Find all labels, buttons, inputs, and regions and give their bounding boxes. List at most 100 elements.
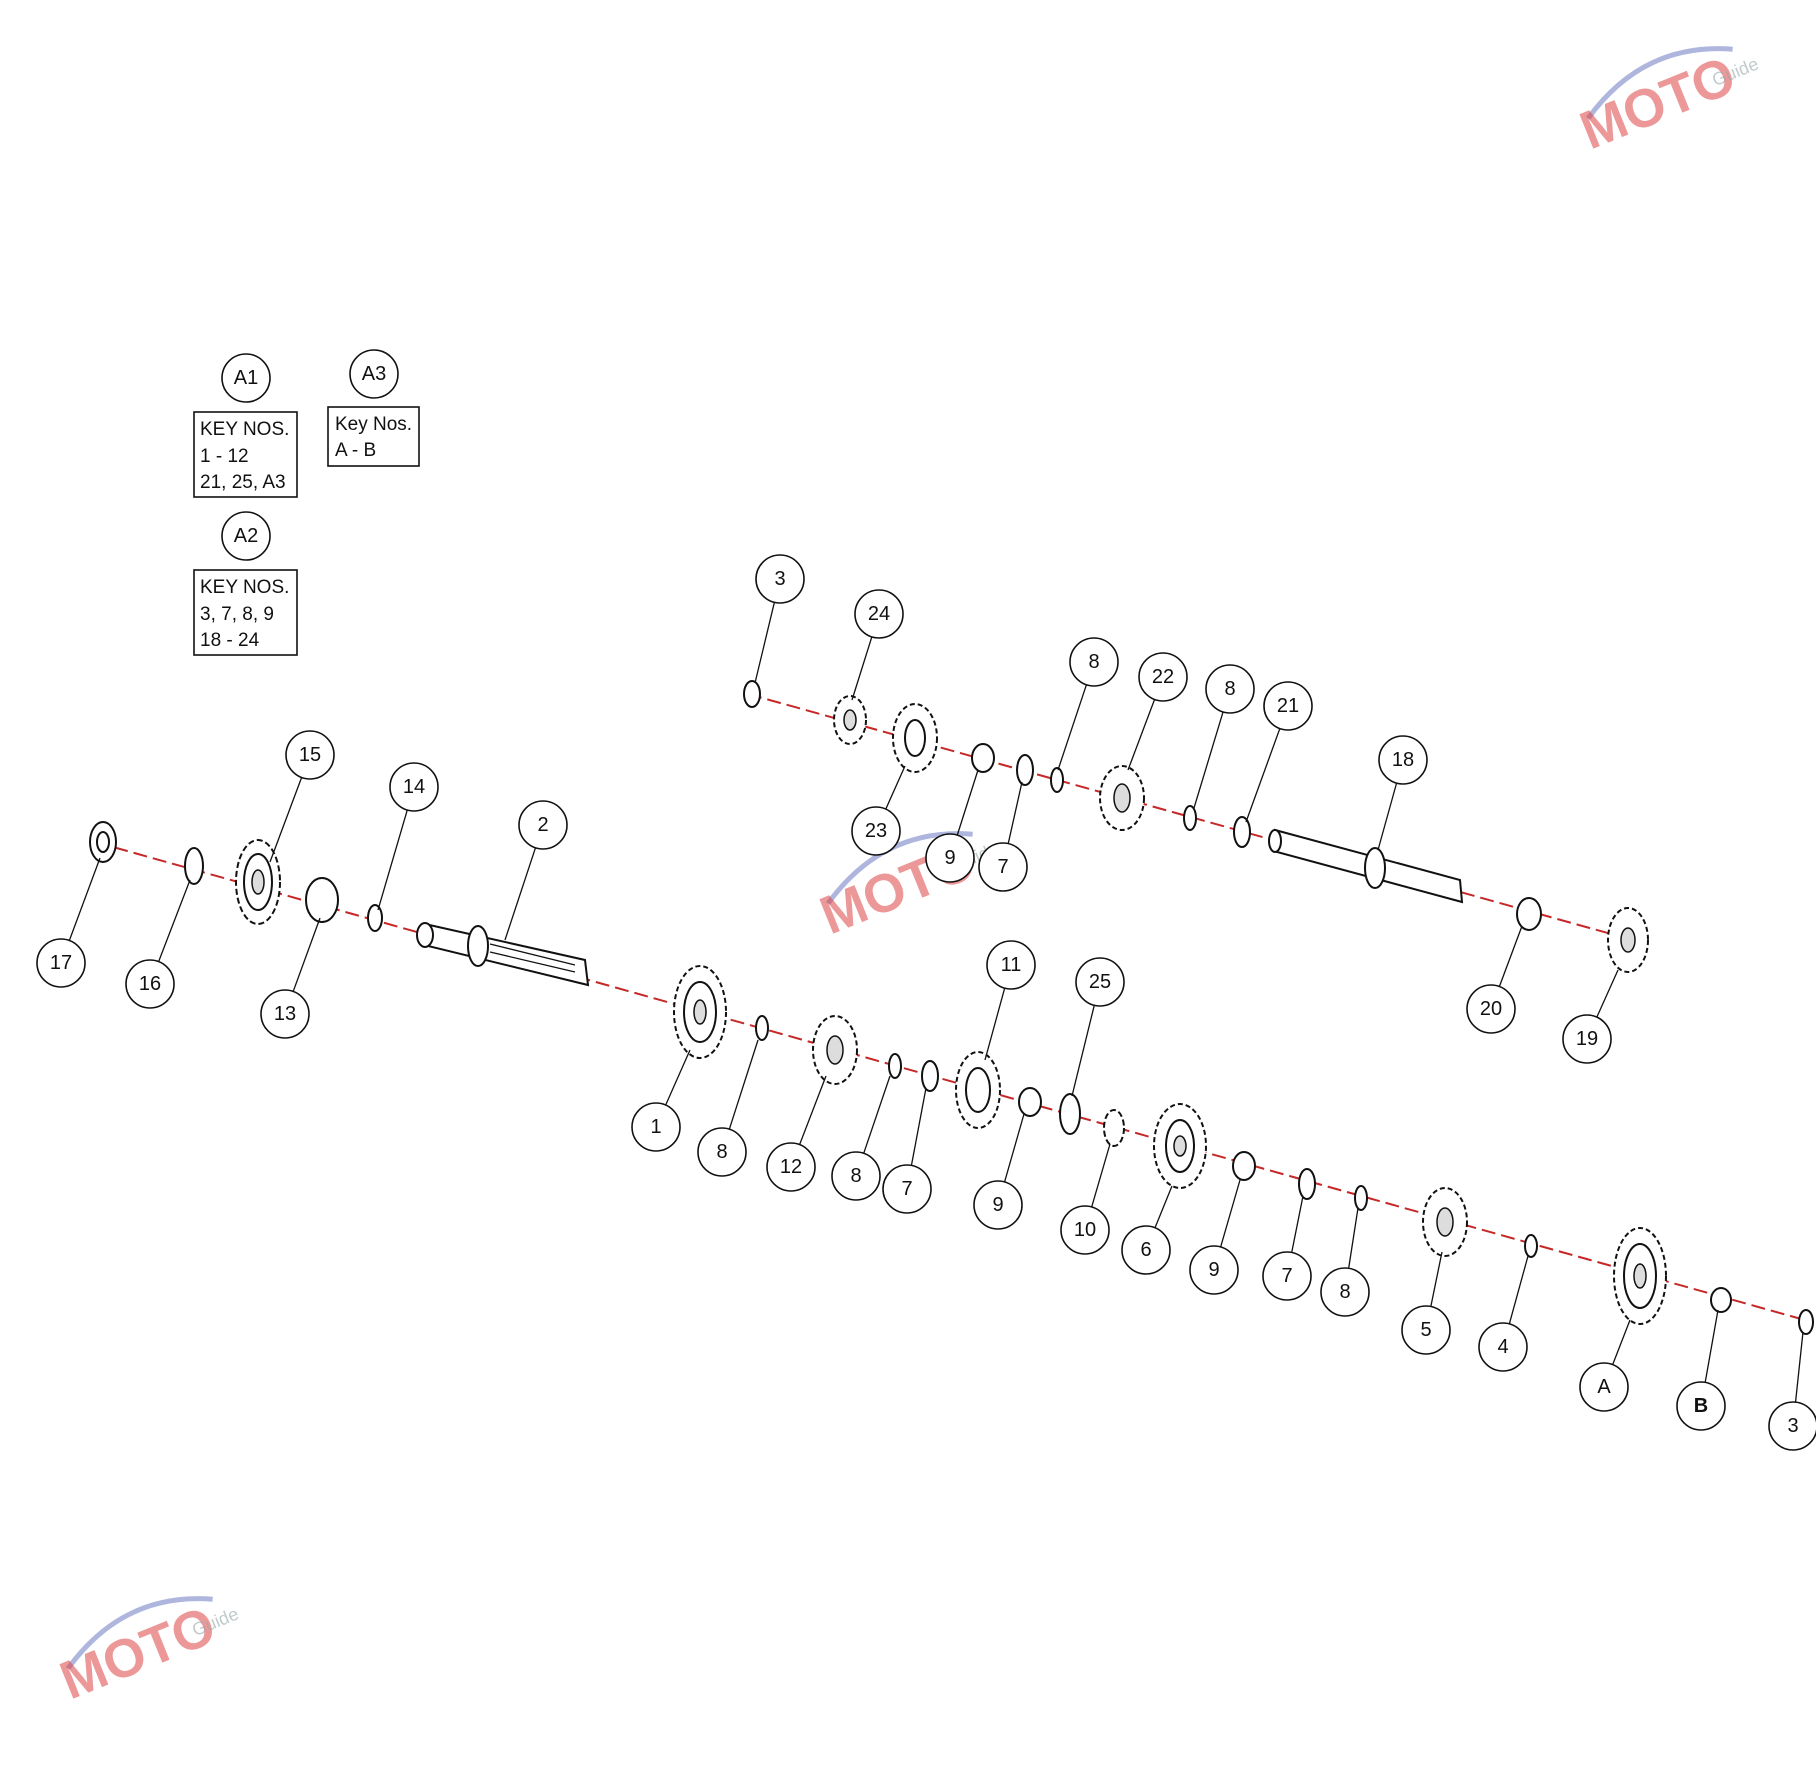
callout-leader [1508, 1255, 1529, 1325]
callout-leader [158, 879, 191, 962]
callout-leader [1245, 728, 1281, 823]
callout-leader [1377, 782, 1398, 851]
part-7-washer-upper [1016, 754, 1034, 786]
callout-leader [1348, 1207, 1359, 1269]
callout-bubble [1478, 1322, 1528, 1372]
watermark-bottom-left: MOTO Guide [52, 1595, 241, 1711]
callout-leader [851, 636, 873, 701]
callout-bubble [1189, 1245, 1239, 1295]
key-group-a2-box [193, 569, 298, 656]
part-2-main-shaft [416, 922, 590, 987]
callout-bubble [1562, 1014, 1612, 1064]
callout-leader [68, 857, 101, 941]
watermark-center: MOTO Guide [812, 830, 1001, 946]
callout-label: 8 [1339, 1281, 1350, 1303]
callout-leader [1596, 969, 1619, 1018]
callout-bubble [925, 833, 975, 883]
callout-leader [1220, 1179, 1241, 1248]
key-group-a1-id: A1 [234, 367, 258, 389]
callout-bubble [1320, 1267, 1370, 1317]
part-24-gear [833, 695, 867, 745]
callout-label: 9 [992, 1194, 1003, 1216]
part-14-circlip [367, 904, 383, 932]
key-group-a2: A2 KEY NOS. 3, 7, 8, 9 18 - 24 [193, 511, 298, 656]
part-22-gear [1099, 765, 1145, 831]
part-3-washer-lower [1798, 1309, 1814, 1335]
callout-bubble [986, 940, 1036, 990]
callout-leader [1430, 1251, 1443, 1307]
part-7-washer-a [921, 1060, 939, 1092]
lower-shaft-axis [94, 841, 1813, 1323]
key-group-a2-line-2: 3, 7, 8, 9 [200, 604, 274, 625]
key-group-a1-box [193, 411, 298, 498]
key-group-a2-line-3: 18 - 24 [200, 630, 260, 651]
callout-leader [1193, 711, 1224, 809]
key-group-a3-id: A3 [362, 363, 386, 385]
part-16-washer [184, 847, 204, 885]
callout-bubble [1262, 1251, 1312, 1301]
callout-bubble [1579, 1362, 1629, 1412]
callout-label: 8 [716, 1141, 727, 1163]
callout-bubble [978, 842, 1028, 892]
callout-bubble [1378, 735, 1428, 785]
callout-label: 20 [1480, 998, 1502, 1020]
callout-label: 19 [1576, 1028, 1598, 1050]
callout-bubble [518, 800, 568, 850]
callout-bubble [1205, 664, 1255, 714]
callout-label: 6 [1140, 1239, 1151, 1261]
key-group-a3-line-1: Key Nos. [335, 414, 412, 435]
part-11-gear [955, 1051, 1001, 1129]
callout-label: 7 [997, 856, 1008, 878]
key-group-a2-id: A2 [234, 525, 258, 547]
part-4-circlip [1524, 1234, 1538, 1258]
callout-bubble [882, 1164, 932, 1214]
upper-shaft-parts [743, 680, 1649, 973]
callout-label: 3 [1787, 1415, 1798, 1437]
callout-label: B [1694, 1395, 1708, 1417]
callout-leader [1003, 1113, 1025, 1183]
part-13-spacer [305, 877, 339, 923]
callout-bubble [1060, 1205, 1110, 1255]
callout-leader [1794, 1331, 1804, 1403]
callout-bubble [1401, 1305, 1451, 1355]
callout-bubble [854, 589, 904, 639]
callout-bubble [697, 1127, 747, 1177]
callout-label: 8 [850, 1165, 861, 1187]
part-8-circlip-upper-b [1183, 805, 1197, 831]
callout-leader [799, 1075, 827, 1145]
callout-bubble [1466, 984, 1516, 1034]
key-group-a1-bubble [221, 353, 271, 403]
part-9-bush-b [1232, 1151, 1256, 1181]
callout-label: 9 [1208, 1259, 1219, 1281]
callout-leader [292, 917, 321, 992]
callout-bubble [1069, 637, 1119, 687]
callout-bubble [1263, 681, 1313, 731]
callout-bubble [973, 1180, 1023, 1230]
callout-bubble [285, 730, 335, 780]
callout-label: 14 [403, 776, 425, 798]
callout-label: 16 [139, 973, 161, 995]
callout-leader [269, 777, 303, 863]
callout-label: 25 [1089, 971, 1111, 993]
callout-leader [863, 1075, 891, 1154]
callout-label: 17 [50, 952, 72, 974]
part-15-sprocket [235, 839, 281, 925]
callout-label: 7 [1281, 1265, 1292, 1287]
key-group-a2-line-1: KEY NOS. [200, 577, 289, 598]
callout-leader [984, 987, 1006, 1061]
callout-bubble [125, 959, 175, 1009]
callout-leader [1127, 699, 1156, 771]
part-21-washer [1233, 816, 1251, 848]
key-group-a1-line-2: 1 - 12 [200, 446, 249, 467]
callout-label: 3 [774, 568, 785, 590]
callout-label: 9 [944, 847, 955, 869]
part-7-washer-b [1298, 1168, 1316, 1200]
part-18-layshaft [1268, 828, 1464, 904]
callout-label: 8 [1088, 651, 1099, 673]
part-8-circlip-b [888, 1053, 902, 1079]
part-8-circlip-upper-a [1050, 767, 1064, 793]
key-group-a1-line-1: KEY NOS. [200, 419, 289, 440]
watermark-top-right: MOTO Guide [1572, 45, 1761, 161]
part-b-bush [1710, 1287, 1732, 1313]
callout-bubble [1121, 1225, 1171, 1275]
